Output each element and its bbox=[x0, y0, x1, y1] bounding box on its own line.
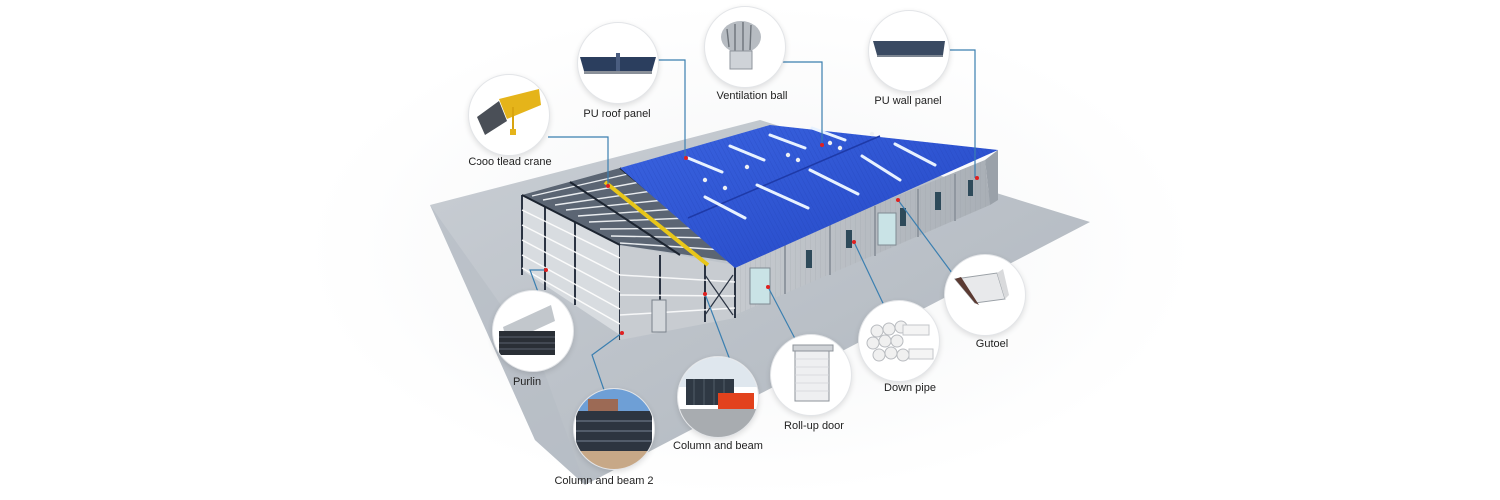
overhead-crane-label: Cɔoo tlead crane bbox=[468, 156, 552, 168]
overhead-crane-icon bbox=[477, 89, 541, 135]
overhead-crane-image bbox=[468, 74, 550, 156]
column-and-beam-2-icon bbox=[574, 389, 654, 469]
down-pipe-label: Down pipe bbox=[884, 382, 936, 394]
pu-wall-panel-image bbox=[868, 10, 950, 92]
crane-beam bbox=[603, 180, 710, 267]
pu-roof-panel-image bbox=[577, 22, 659, 104]
gutter-icon bbox=[954, 269, 1009, 305]
column-and-beam-image bbox=[677, 356, 759, 438]
gutter-image bbox=[944, 254, 1026, 336]
pu-roof-panel-label: PU roof panel bbox=[583, 108, 651, 120]
column-and-beam-2-image bbox=[573, 388, 655, 470]
marker-dots bbox=[544, 143, 979, 335]
ventilation-ball-image bbox=[704, 6, 786, 88]
purlin-icon bbox=[499, 305, 555, 355]
column-and-beam-icon bbox=[678, 357, 758, 437]
pu-roof-panel-icon bbox=[580, 53, 656, 74]
ventilation-ball-icon bbox=[721, 21, 761, 70]
roof-frame bbox=[522, 168, 735, 262]
down-pipe-icon bbox=[866, 320, 934, 362]
column-and-beam-label: Column and beam bbox=[673, 440, 763, 452]
down-pipe-image bbox=[858, 300, 940, 382]
pu-wall-panel-label: PU wall panel bbox=[874, 95, 942, 107]
pu-wall-panel-icon bbox=[873, 41, 945, 57]
roll-up-door-label: Roll-up door bbox=[784, 420, 844, 432]
roll-up-door-image bbox=[770, 334, 852, 416]
column-and-beam-2-label: Column and beam 2 bbox=[554, 475, 654, 487]
leader-lines bbox=[529, 49, 976, 391]
ventilation-ball-label: Ventilation ball bbox=[716, 90, 788, 102]
purlin-image bbox=[492, 290, 574, 372]
purlin-label: Purlin bbox=[512, 376, 542, 388]
roll-up-door-icon bbox=[792, 344, 834, 402]
gutter-label: Gutoel bbox=[975, 338, 1009, 350]
